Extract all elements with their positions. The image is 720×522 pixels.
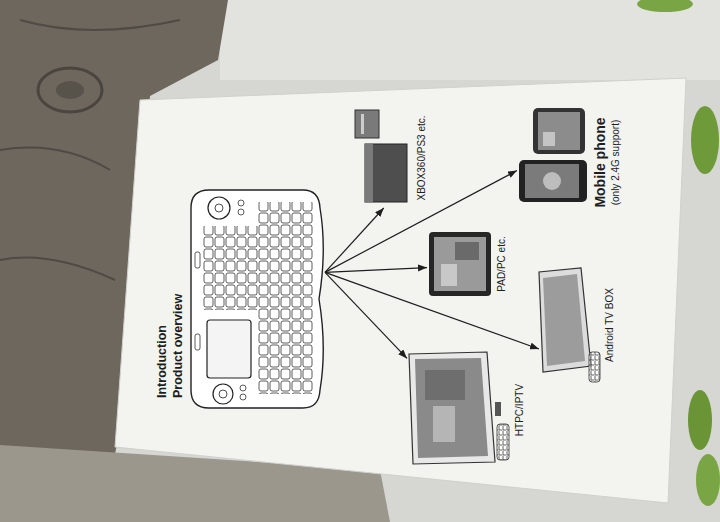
mini-keyboard — [589, 352, 600, 382]
tv-frame — [409, 352, 495, 464]
device-node: HTPC/IPTV — [407, 350, 527, 470]
device-label: XBOX360/PS3 etc. — [416, 115, 429, 200]
leaf — [688, 390, 712, 450]
leaf — [637, 0, 693, 12]
arrow-connector — [325, 208, 384, 272]
paper-sheet — [220, 0, 720, 80]
screen-picture — [441, 264, 457, 286]
mouse-button-center — [215, 204, 223, 212]
phone-screen — [538, 112, 580, 150]
keyboard-illustration — [191, 190, 323, 408]
manual-page — [115, 78, 686, 503]
heading-text: Introduction — [155, 325, 171, 398]
console-box — [365, 144, 407, 202]
tv-illustration — [409, 352, 509, 464]
device-label: PAD/PC etc. — [496, 236, 509, 291]
tablet-illustration — [429, 232, 491, 296]
tablet-screen — [543, 274, 585, 366]
tablet-frame — [539, 268, 591, 372]
button — [195, 252, 200, 268]
dpad — [213, 384, 233, 404]
device-node: Mobile phone(only 2.4G support) — [517, 105, 622, 220]
screen-picture — [543, 132, 555, 146]
button — [240, 394, 246, 400]
phone-body — [519, 160, 587, 202]
tv-stand — [495, 402, 501, 416]
keyboard-node: IntroductionProduct overview — [155, 188, 325, 410]
wood-knot — [56, 81, 84, 99]
device-note: (only 2.4G support) — [610, 120, 623, 206]
tablet-frame — [429, 232, 491, 296]
device-node: XBOX360/PS3 etc. — [351, 108, 429, 208]
console-box — [355, 110, 379, 138]
screen-picture — [543, 172, 561, 190]
dpad-center — [219, 390, 227, 398]
phone-body — [533, 108, 585, 154]
console-illustration — [355, 110, 407, 202]
key-block — [203, 226, 258, 310]
console-top — [365, 144, 373, 202]
screen-picture — [455, 242, 479, 260]
button — [195, 334, 200, 350]
key-block — [258, 202, 313, 394]
leaf — [691, 106, 719, 174]
wood-ring — [38, 68, 102, 112]
button — [238, 200, 244, 206]
device-node: PAD/PC etc. — [427, 228, 509, 300]
mini-keyboard — [497, 424, 509, 460]
button — [240, 385, 246, 391]
button — [238, 209, 244, 215]
heading-text: Product overview — [171, 294, 187, 398]
touchpad — [207, 320, 251, 378]
screen-picture — [425, 370, 465, 400]
phone-illustration — [519, 108, 587, 202]
device-label: Mobile phone — [592, 117, 610, 207]
page-content: IntroductionProduct overview XBOX360/PS3 … — [115, 70, 695, 500]
mouse-button — [208, 197, 230, 219]
device-label: Android TV BOX — [604, 288, 617, 362]
tablet-screen — [434, 237, 486, 291]
arrow-connector — [325, 268, 427, 273]
tv-screen — [415, 358, 488, 458]
arrow-connector — [325, 272, 407, 358]
leaf — [696, 454, 720, 506]
screen-picture — [433, 406, 455, 442]
phone-screen — [525, 164, 579, 198]
console-slot — [361, 114, 364, 134]
keyboard-body — [191, 190, 323, 408]
device-label: HTPC/IPTV — [514, 384, 527, 436]
tvbox-illustration — [539, 268, 600, 382]
device-node: Android TV BOX — [539, 265, 617, 385]
